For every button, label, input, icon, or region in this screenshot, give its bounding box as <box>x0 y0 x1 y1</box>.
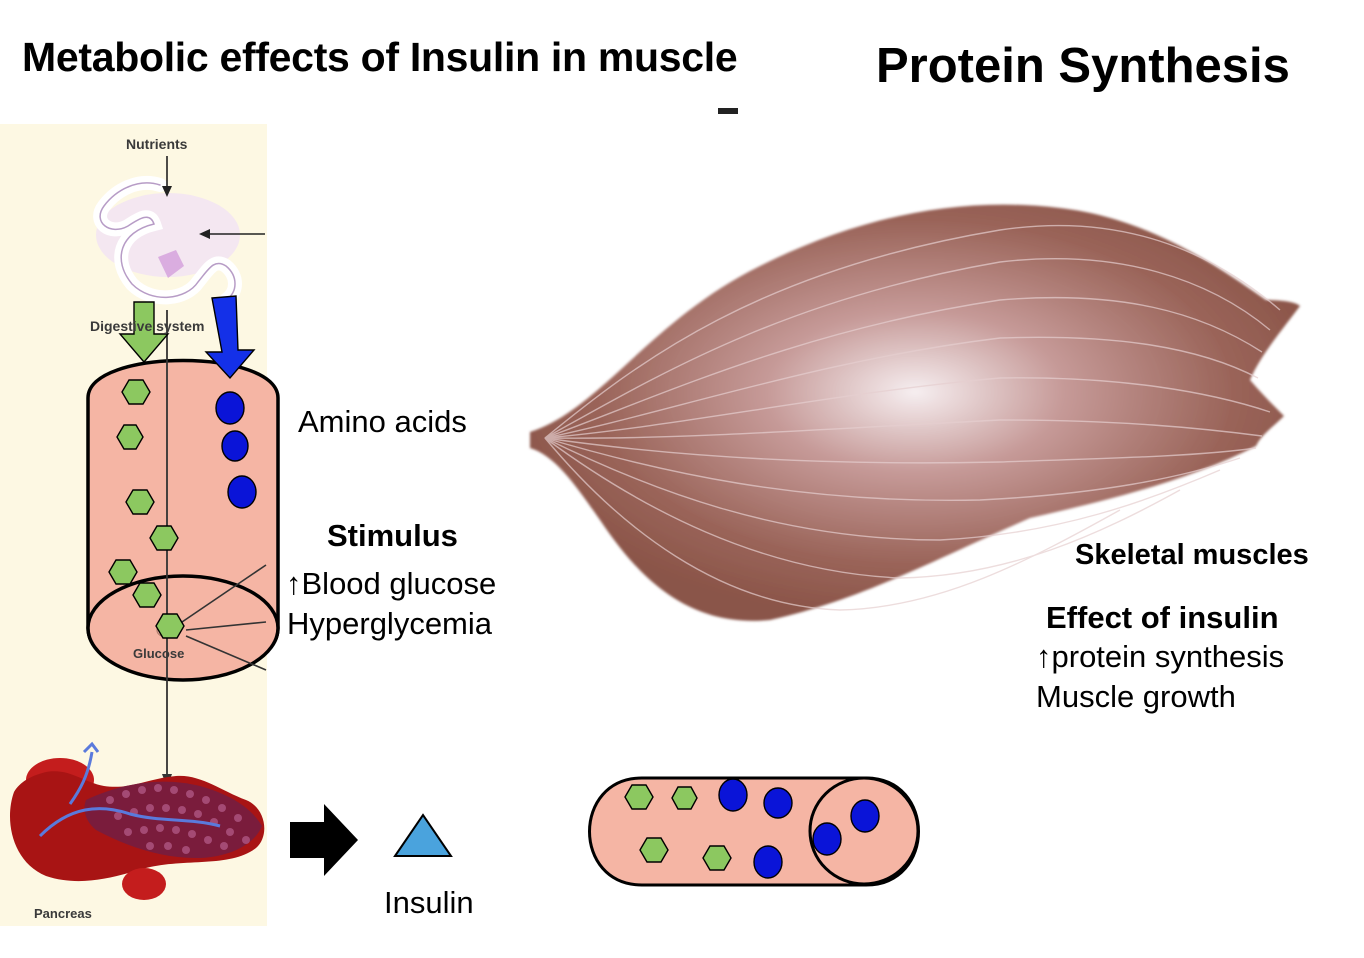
glucose-hexagon <box>624 784 654 810</box>
green-entry-arrow <box>118 301 170 364</box>
glucose-hexagon <box>108 559 138 585</box>
amino-acid-circles-vertical <box>215 391 257 509</box>
amino-acid-circle <box>812 822 842 856</box>
skeletal-muscles-label: Skeletal muscles <box>1075 539 1309 571</box>
amino-acid-circle <box>221 430 249 462</box>
pancreas-label: Pancreas <box>34 906 92 921</box>
amino-acid-circle <box>718 778 748 812</box>
title-metabolic-effects: Metabolic effects of Insulin in muscle <box>22 34 738 80</box>
glucose-hexagons-horizontal <box>624 784 732 871</box>
stimulus-arrow-3 <box>185 635 267 671</box>
glucose-hexagon <box>155 613 185 639</box>
stimulus-hyperglycemia: Hyperglycemia <box>287 606 493 641</box>
glucose-hexagon <box>149 525 179 551</box>
blood-vessel-vertical <box>86 358 280 682</box>
insulin-label: Insulin <box>384 885 474 920</box>
glucose-hexagons-vertical <box>108 379 185 639</box>
amino-acid-circle <box>227 475 257 509</box>
glucose-label: Glucose <box>133 646 185 661</box>
title-protein-synthesis: Protein Synthesis <box>876 39 1290 93</box>
amino-acids-label: Amino acids <box>298 404 467 439</box>
effect-muscle-growth: Muscle growth <box>1036 679 1236 714</box>
amino-acid-circle <box>763 787 793 819</box>
glucose-hexagon <box>132 582 162 608</box>
stimulus-heading: Stimulus <box>327 518 458 553</box>
glucose-hexagon <box>121 379 151 405</box>
black-arrow <box>290 804 358 876</box>
glucose-hexagon <box>639 837 669 863</box>
skeletal-muscle-illustration <box>530 204 1300 621</box>
title-dash-mark <box>718 108 738 114</box>
glucose-hexagon <box>671 786 698 810</box>
amino-acid-circle <box>850 799 880 833</box>
stimulus-blood-glucose: ↑Blood glucose <box>286 566 497 601</box>
amino-acid-circle <box>753 845 783 879</box>
glucose-hexagon <box>125 489 155 515</box>
insulin-triangle-icon <box>393 813 453 857</box>
amino-acid-circles-horizontal <box>718 778 880 879</box>
effect-of-insulin-heading: Effect of insulin <box>1046 600 1279 635</box>
amino-acid-circle <box>215 391 245 425</box>
digestive-system-icon <box>93 175 242 307</box>
pancreas-icon <box>9 741 265 900</box>
effect-protein-synthesis: ↑protein synthesis <box>1036 639 1285 674</box>
glucose-hexagon <box>702 845 732 871</box>
stimulus-arrow-1 <box>181 564 267 623</box>
nutrients-label: Nutrients <box>126 136 188 152</box>
digestive-system-label: Digestive system <box>90 318 205 334</box>
blue-entry-arrow <box>204 295 256 380</box>
glucose-hexagon <box>116 424 144 450</box>
stimulus-arrow-2 <box>185 621 267 631</box>
